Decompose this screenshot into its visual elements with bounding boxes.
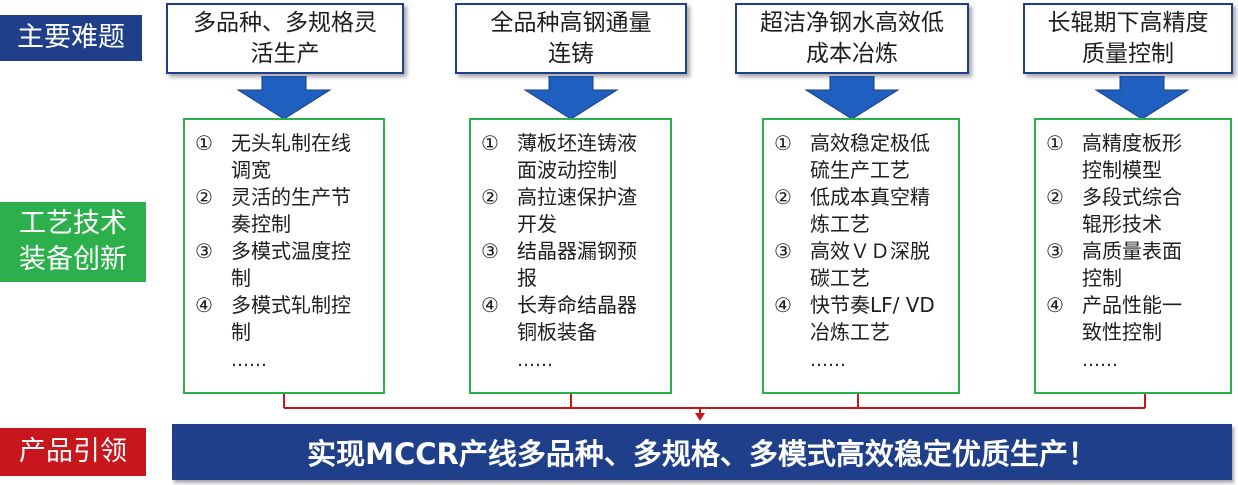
innovation-box-2: ① 薄板坯连铸液面波动控制 ② 高拉速保护渣开发 ③ 结晶器漏钢预报 ④ 长寿命结晶器铜… (469, 118, 672, 394)
item-number: ④ (481, 293, 499, 317)
item-number: ③ (481, 239, 499, 263)
item-text: 结晶器漏钢预 (517, 239, 637, 263)
list-item: ④ 快节奏LF/ VD 冶炼工艺 (774, 292, 954, 346)
goal-banner: 实现MCCR产线多品种、多规格、多模式高效稳定优质生产！ (172, 424, 1232, 480)
label-main-problems: 主要难题 (0, 15, 142, 61)
item-text: 调宽 (231, 158, 271, 182)
problem-text-line1: 多品种、多规格灵 (193, 9, 377, 36)
item-text: 多模式温度控 (231, 239, 351, 263)
item-text: 高拉速保护渣 (517, 185, 637, 209)
item-text: 开发 (517, 212, 557, 236)
list-item: ① 无头轧制在线调宽 (195, 130, 379, 184)
item-number: ② (481, 185, 499, 209)
item-text: 致性控制 (1082, 320, 1162, 344)
down-arrow-icon (804, 76, 900, 120)
more-ellipsis: …… (231, 350, 267, 371)
item-number: ③ (195, 239, 213, 263)
item-text: 冶炼工艺 (810, 320, 890, 344)
item-text: 高质量表面 (1082, 239, 1182, 263)
item-text: 控制模型 (1082, 158, 1162, 182)
problem-box-2: 全品种高钢通量 连铸 (455, 3, 687, 74)
item-number: ② (774, 185, 792, 209)
problem-text-line1: 超洁净钢水高效低 (760, 9, 944, 36)
item-number: ① (1046, 131, 1064, 155)
list-item: ③ 结晶器漏钢预报 (481, 238, 666, 292)
item-text: 面波动控制 (517, 158, 617, 182)
item-text: 薄板坯连铸液 (517, 131, 637, 155)
goal-banner-text: 实现MCCR产线多品种、多规格、多模式高效稳定优质生产！ (307, 437, 1097, 471)
item-text: 制 (231, 320, 251, 344)
item-text: 多模式轧制控 (231, 293, 351, 317)
item-text: 辊形技术 (1082, 212, 1162, 236)
item-text: 制 (231, 266, 251, 290)
list-item: ① 薄板坯连铸液面波动控制 (481, 130, 666, 184)
down-arrow-icon (236, 76, 332, 120)
down-arrow-icon (523, 76, 619, 120)
item-number: ① (195, 131, 213, 155)
item-number: ② (1046, 185, 1064, 209)
item-text: 产品性能一 (1082, 293, 1182, 317)
list-item: ① 高精度板形控制模型 (1046, 130, 1226, 184)
item-text: 无头轧制在线 (231, 131, 351, 155)
item-text: 炼工艺 (810, 212, 870, 236)
label-product-lead: 产品引领 (0, 428, 146, 476)
label-innovation: 工艺技术 装备创新 (0, 202, 146, 282)
item-text: 高效稳定极低 (810, 131, 930, 155)
list-item: ② 高拉速保护渣开发 (481, 184, 666, 238)
item-number: ④ (1046, 293, 1064, 317)
problem-box-4: 长辊期下高精度 质量控制 (1023, 3, 1233, 74)
list-item: ② 低成本真空精炼工艺 (774, 184, 954, 238)
label-product-lead-text: 产品引领 (19, 436, 127, 467)
item-number: ③ (774, 239, 792, 263)
label-innovation-line1: 工艺技术 (19, 208, 127, 239)
item-text: 灵活的生产节 (231, 185, 351, 209)
item-text: 高效ＶＤ深脱 (810, 239, 930, 263)
item-text: 控制 (1082, 266, 1122, 290)
item-text: 长寿命结晶器 (517, 293, 637, 317)
problem-text-line2: 成本冶炼 (806, 40, 898, 67)
problem-text-line2: 活生产 (250, 40, 320, 67)
list-item: ③ 高质量表面控制 (1046, 238, 1226, 292)
item-number: ① (774, 131, 792, 155)
list-item: ③ 高效ＶＤ深脱碳工艺 (774, 238, 954, 292)
list-item: ④ 多模式轧制控制 (195, 292, 379, 346)
item-text: 报 (517, 266, 537, 290)
item-number: ② (195, 185, 213, 209)
innovation-box-1: ① 无头轧制在线调宽 ② 灵活的生产节奏控制 ③ 多模式温度控制 ④ 多模式轧制控制 …… (183, 118, 385, 394)
list-item: ④ 长寿命结晶器铜板装备 (481, 292, 666, 346)
list-item: ① 高效稳定极低硫生产工艺 (774, 130, 954, 184)
problem-box-3: 超洁净钢水高效低 成本冶炼 (735, 3, 969, 74)
more-ellipsis: …… (1082, 350, 1118, 371)
item-text: 快节奏LF/ VD (810, 293, 935, 317)
problem-text-line1: 全品种高钢通量 (490, 9, 652, 36)
list-item: ② 灵活的生产节奏控制 (195, 184, 379, 238)
down-arrow-icon (1094, 76, 1190, 120)
problem-text-line2: 连铸 (548, 40, 594, 67)
item-text: 多段式综合 (1082, 185, 1182, 209)
item-text: 低成本真空精 (810, 185, 930, 209)
more-ellipsis: …… (810, 350, 846, 371)
problem-text-line2: 质量控制 (1082, 40, 1174, 67)
innovation-box-4: ① 高精度板形控制模型 ② 多段式综合辊形技术 ③ 高质量表面控制 ④ 产品性能一致性控… (1034, 118, 1232, 394)
item-text: 高精度板形 (1082, 131, 1182, 155)
item-text: 硫生产工艺 (810, 158, 910, 182)
item-text: 铜板装备 (517, 320, 597, 344)
list-item: ② 多段式综合辊形技术 (1046, 184, 1226, 238)
list-item: ④ 产品性能一致性控制 (1046, 292, 1226, 346)
item-number: ④ (195, 293, 213, 317)
list-item: ③ 多模式温度控制 (195, 238, 379, 292)
label-main-problems-text: 主要难题 (17, 22, 125, 53)
item-number: ① (481, 131, 499, 155)
item-text: 奏控制 (231, 212, 291, 236)
more-ellipsis: …… (517, 350, 553, 371)
item-number: ③ (1046, 239, 1064, 263)
problem-text-line1: 长辊期下高精度 (1047, 9, 1209, 36)
problem-box-1: 多品种、多规格灵 活生产 (166, 3, 404, 74)
item-number: ④ (774, 293, 792, 317)
innovation-box-3: ① 高效稳定极低硫生产工艺 ② 低成本真空精炼工艺 ③ 高效ＶＤ深脱碳工艺 ④ 快节奏L… (762, 118, 960, 394)
item-text: 碳工艺 (810, 266, 870, 290)
label-innovation-line2: 装备创新 (19, 244, 127, 275)
